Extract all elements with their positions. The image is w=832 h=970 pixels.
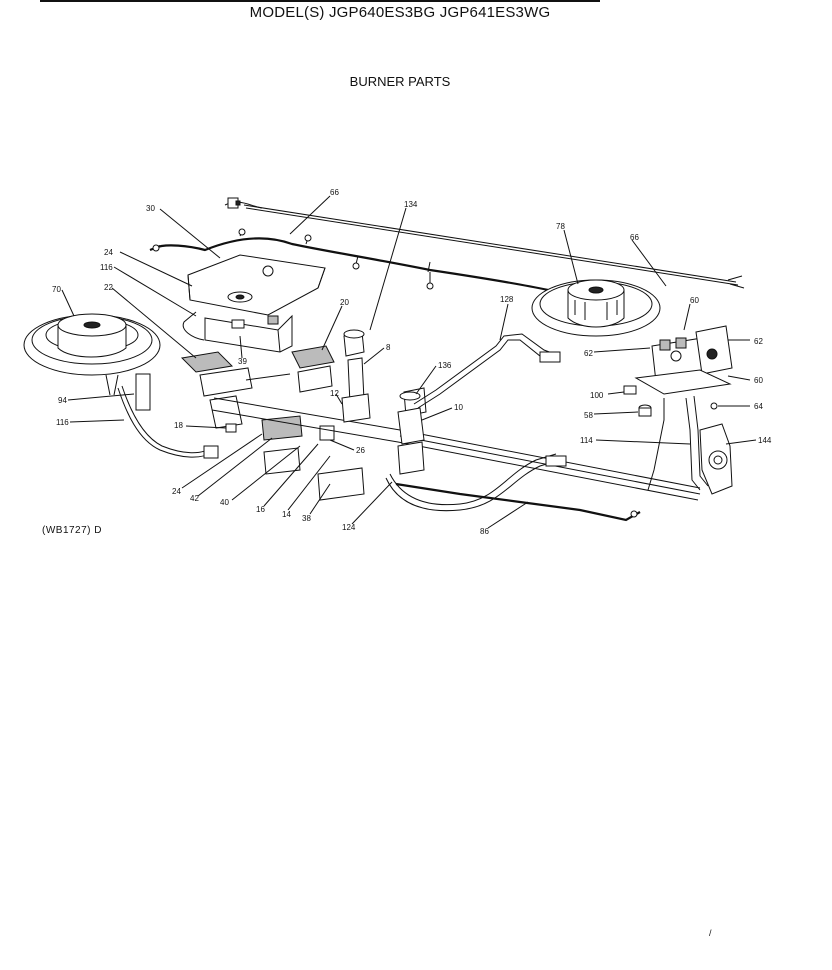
callout-leader-lines [61,195,757,529]
callout-66: 66 [330,188,339,197]
callout-144: 144 [758,436,772,445]
callout-8: 8 [386,343,391,352]
lead-wire-86 [395,482,641,522]
callout-38: 38 [302,514,311,523]
left-surface-burner [23,313,161,411]
callout-62: 62 [584,349,593,358]
callout-20: 20 [340,298,349,307]
callout-62: 62 [754,337,763,346]
burner-valves [341,329,427,475]
callout-14: 14 [282,510,291,519]
burner-supply-tube-128 [413,333,561,409]
callout-86: 86 [480,527,489,536]
section-title: BURNER PARTS [349,74,451,89]
callout-136: 136 [438,361,452,370]
callout-70: 70 [52,285,61,294]
callout-134: 134 [404,200,418,209]
callout-39: 39 [238,357,247,366]
top-rule [40,0,600,2]
left-burner-tube-116 [117,385,219,459]
callout-124: 124 [342,523,356,532]
callout-66: 66 [630,233,639,242]
callout-24: 24 [172,487,181,496]
oven-valve-assembly [623,325,733,495]
callout-40: 40 [220,498,229,507]
callout-64: 64 [754,402,763,411]
callout-30: 30 [146,204,155,213]
callout-100: 100 [590,391,604,400]
stray-mark: / [709,928,712,938]
right-surface-burner [531,279,661,337]
igniter-module-box [182,254,326,353]
spark-switch-assembly [180,345,365,501]
callout-116: 116 [56,418,69,427]
callout-10: 10 [454,403,463,412]
callout-18: 18 [174,421,183,430]
gas-manifold [211,397,701,501]
callout-16: 16 [256,505,265,514]
callout-42: 42 [190,494,199,503]
callout-22: 22 [104,283,113,292]
callout-12: 12 [330,389,339,398]
callout-60: 60 [754,376,763,385]
callout-114: 114 [580,436,593,445]
callout-24: 24 [104,248,113,257]
figure-reference-code: (WB1727) D [42,525,103,536]
lower-tube-124 [385,453,567,512]
callout-26: 26 [356,446,365,455]
callout-94: 94 [58,396,67,405]
callout-labels: 30 66 134 78 66 24 116 70 22 20 128 60 6… [52,188,772,536]
callout-58: 58 [584,411,593,420]
callout-116: 116 [100,263,113,272]
model-title: MODEL(S) JGP640ES3BG JGP641ES3WG [249,4,551,21]
callout-128: 128 [500,295,514,304]
callout-60: 60 [690,296,699,305]
callout-78: 78 [556,222,565,231]
